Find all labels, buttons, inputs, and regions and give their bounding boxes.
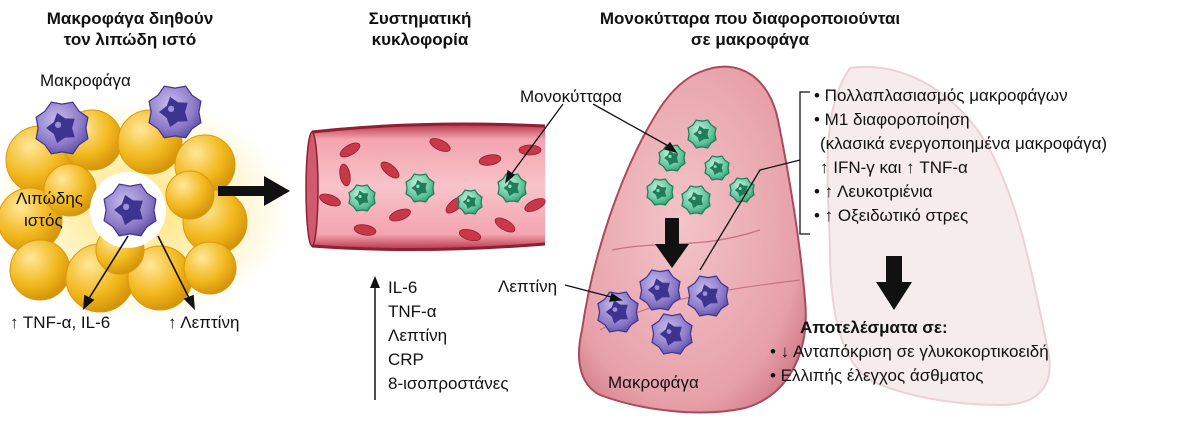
results-list: • ↓ Ανταπόκριση σε γλυκοκορτικοειδή • Ελ… [770, 340, 1049, 388]
adipose-tnf-il6: ↑ TNF-α, IL-6 [10, 312, 110, 333]
adipose-leptin: ↑ Λεπτίνη [168, 312, 239, 333]
mediator-item: IL-6 [388, 276, 509, 300]
effect-item: • Μ1 διαφοροποίηση [814, 108, 1107, 132]
header-lung-line2: σε μακροφάγα [560, 29, 940, 50]
effect-item: • ↑ Οξειδωτικό στρες [814, 204, 1107, 228]
mediator-item: Λεπτίνη [388, 324, 509, 348]
mediator-item: 8-ισοπροστάνες [388, 372, 509, 396]
effect-item: • ↑ Λευκοτριένια [814, 180, 1107, 204]
fat-cell [10, 240, 70, 300]
adipose-tissue-label-line1: Λιπώδης [16, 188, 83, 210]
header-adipose: Μακροφάγα διηθούν τον λιπώδη ιστό [10, 8, 250, 50]
adipose-tissue-label-line2: ιστός [16, 210, 83, 232]
results-title: Αποτελέσματα σε: [800, 318, 948, 338]
blood-vessel [306, 124, 547, 250]
header-lung-line1: Μονοκύτταρα που διαφοροποιούνται [560, 8, 940, 29]
fat-cell [166, 171, 214, 219]
header-circulation-line1: Συστηματική [330, 8, 510, 29]
adipose-macrophages-label: Μακροφάγα [40, 70, 131, 91]
lung-monocytes-label: Μονοκύτταρα [520, 86, 622, 107]
header-adipose-line1: Μακροφάγα διηθούν [10, 8, 250, 29]
fat-cell [184, 242, 236, 294]
adipose-tissue-label: Λιπώδης ιστός [16, 188, 83, 232]
effect-item: • Πολλαπλασιασμός μακροφάγων [814, 84, 1107, 108]
mediators-arrow [370, 276, 380, 400]
header-adipose-line2: τον λιπώδη ιστό [10, 29, 250, 50]
header-circulation-line2: κυκλοφορία [330, 29, 510, 50]
mediator-item: TNF-α [388, 300, 509, 324]
red-blood-cell [519, 145, 541, 155]
mediator-item: CRP [388, 348, 509, 372]
lung-macrophages-label: Μακροφάγα [608, 372, 699, 393]
header-lung: Μονοκύτταρα που διαφοροποιούνται σε μακρ… [560, 8, 940, 50]
lung-leptin-label: Λεπτίνη [498, 276, 557, 297]
result-item: • ↓ Ανταπόκριση σε γλυκοκορτικοειδή [770, 340, 1049, 364]
header-circulation: Συστηματική κυκλοφορία [330, 8, 510, 50]
effect-item: (κλασικά ενεργοποιημένα μακροφάγα) [814, 132, 1107, 156]
effect-item: ↑ IFN-γ και ↑ TNF-α [814, 156, 1107, 180]
effects-list: • Πολλαπλασιασμός μακροφάγων • Μ1 διαφορ… [814, 84, 1107, 228]
result-item: • Ελλιπής έλεγχος άσθματος [770, 364, 1049, 388]
circulation-mediators: IL-6 TNF-α Λεπτίνη CRP 8-ισοπροστάνες [388, 276, 509, 396]
